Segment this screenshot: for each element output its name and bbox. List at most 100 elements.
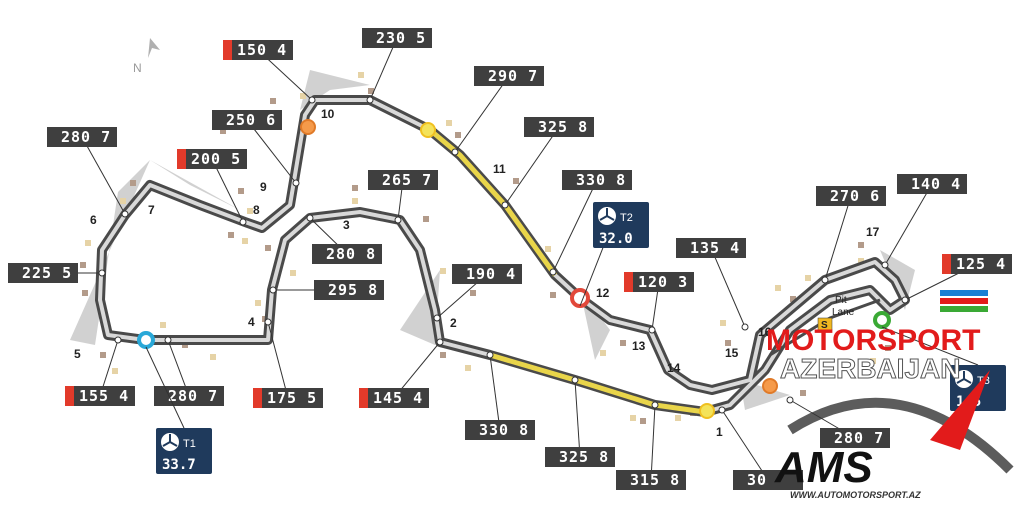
brand-url: WWW.AUTOMOTORSPORT.AZ xyxy=(790,490,921,500)
speed-box-value: 125 4 xyxy=(956,255,1006,273)
corner-number: 4 xyxy=(248,315,255,329)
corner-number: 16 xyxy=(758,325,772,339)
speed-box: 315 8 xyxy=(616,470,686,490)
speed-box: 325 8 xyxy=(545,447,615,467)
pit-label-line1: Pit xyxy=(835,295,847,306)
sector-name: T2 xyxy=(620,212,633,224)
speed-box: 280 7 xyxy=(154,386,224,406)
leader-anchor xyxy=(269,286,277,294)
corner-number: 2 xyxy=(450,316,457,330)
speed-box: 140 4 xyxy=(897,174,967,194)
pit-badge xyxy=(817,317,833,331)
speed-box-bg xyxy=(733,470,803,490)
track-mark xyxy=(790,296,796,302)
speed-box-value: 145 4 xyxy=(373,389,423,407)
track-mark xyxy=(100,352,106,358)
speed-box-bg xyxy=(897,174,967,194)
corner-number: 13 xyxy=(632,339,646,353)
speed-box-bg xyxy=(942,254,1012,274)
speed-box: 155 4 xyxy=(65,386,135,406)
speed-box-bg xyxy=(474,66,544,86)
speed-box: 280 8 xyxy=(312,244,382,264)
corner-number: 9 xyxy=(260,180,267,194)
track-mark xyxy=(300,93,306,99)
speed-box-bg xyxy=(676,238,746,258)
speed-box-value: 190 4 xyxy=(466,265,516,283)
speed-box: 290 7 xyxy=(474,66,544,86)
leader-line xyxy=(884,183,933,266)
speed-box-bg xyxy=(362,28,432,48)
speed-box-bg xyxy=(359,388,429,408)
track-marks xyxy=(80,72,891,424)
leader-anchor xyxy=(436,338,444,346)
corner-number: 15 xyxy=(725,346,739,360)
speed-box-value: 230 5 xyxy=(376,29,426,47)
flag-stripe-green xyxy=(940,306,988,312)
brake-indicator xyxy=(65,386,74,406)
track-mark xyxy=(620,340,626,346)
leader-anchor xyxy=(486,351,494,359)
sector-time: 32.0 xyxy=(599,231,633,247)
speed-box: 250 6 xyxy=(212,110,282,130)
speed-box-value: 250 6 xyxy=(226,111,276,129)
brand-logo: AMS xyxy=(774,443,873,492)
braking-marker xyxy=(300,119,316,135)
track-mark xyxy=(238,188,244,194)
speed-box: 30 xyxy=(733,470,803,490)
pit-badge-label: S xyxy=(821,320,828,331)
leader-anchor xyxy=(571,376,579,384)
track-mark xyxy=(600,350,606,356)
leader-anchor xyxy=(164,336,172,344)
leader-anchor xyxy=(98,269,106,277)
speed-box: 265 7 xyxy=(368,170,438,190)
speed-box: 120 3 xyxy=(624,272,694,292)
corner-number: 17 xyxy=(866,225,880,239)
track-mark xyxy=(470,290,476,296)
leader-anchor xyxy=(651,401,659,409)
track-mark xyxy=(630,415,636,421)
compass-label: N xyxy=(133,61,142,75)
speed-box-bg xyxy=(223,40,293,60)
speed-box-bg xyxy=(545,447,615,467)
speed-box-value: 325 8 xyxy=(538,118,588,136)
speed-box-bg xyxy=(177,149,247,169)
runoff-area xyxy=(300,70,370,110)
speed-box: 150 4 xyxy=(223,40,293,60)
speed-box-value: 135 4 xyxy=(690,239,740,257)
track-mark xyxy=(358,72,364,78)
speed-box-bg xyxy=(253,388,323,408)
leader-anchor xyxy=(308,96,316,104)
leader-anchor xyxy=(306,214,314,222)
track-mark xyxy=(210,354,216,360)
leader-anchor xyxy=(394,216,402,224)
flag-stripe-red xyxy=(940,298,988,304)
leader-anchor xyxy=(549,268,557,276)
track-surface xyxy=(98,98,907,414)
stopwatch-hands xyxy=(956,371,972,384)
speed-box: 190 4 xyxy=(452,264,522,284)
leader-anchor xyxy=(264,318,272,326)
brand-swoosh-red xyxy=(930,370,990,450)
track-mark xyxy=(423,216,429,222)
leader-anchor xyxy=(114,336,122,344)
leader-line xyxy=(454,75,510,153)
speed-box-bg xyxy=(8,263,78,283)
track-mark xyxy=(545,246,551,252)
pit-lane-label: Pit Lane S xyxy=(817,295,855,331)
compass: N xyxy=(133,38,160,75)
brake-indicator xyxy=(253,388,262,408)
speed-box-bg xyxy=(820,428,890,448)
speed-box: 280 7 xyxy=(820,428,890,448)
leader-anchor xyxy=(366,96,374,104)
speed-box: 135 4 xyxy=(676,238,746,258)
track-mark xyxy=(247,208,253,214)
speed-box-bg xyxy=(368,170,438,190)
leader-line xyxy=(246,119,297,184)
speed-box-bg xyxy=(212,110,282,130)
speed-box-value: 325 8 xyxy=(559,448,609,466)
track-mark xyxy=(446,120,452,126)
speed-box-bg xyxy=(624,272,694,292)
corner-number: 10 xyxy=(321,107,335,121)
